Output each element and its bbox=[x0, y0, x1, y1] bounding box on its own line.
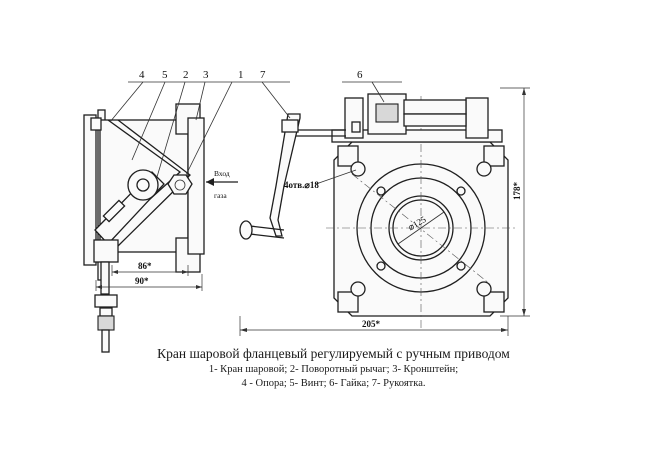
front-view bbox=[326, 96, 516, 330]
callout-3: 3 bbox=[203, 69, 209, 81]
caption-title: Кран шаровой фланцевый регулируемый с ру… bbox=[157, 346, 510, 361]
caption-legend-line-1: 1- Кран шаровой; 2- Поворотный рычаг; 3-… bbox=[208, 364, 459, 375]
side-dimensions bbox=[95, 265, 203, 291]
crank-knob bbox=[239, 220, 253, 240]
holes-label: 4отв.⌀18 bbox=[284, 180, 319, 190]
front-dimensions bbox=[239, 87, 530, 336]
screw-foot bbox=[94, 294, 118, 308]
lever-pivot bbox=[127, 169, 159, 201]
callout-4: 4 bbox=[139, 69, 145, 81]
hex-nut-side bbox=[167, 174, 193, 195]
dim-side-inner: 86* bbox=[138, 261, 152, 271]
callout-1: 1 bbox=[238, 69, 244, 81]
dim-front-height: 178* bbox=[512, 182, 522, 201]
drive-mechanism bbox=[239, 81, 503, 240]
gas-inlet-label-2: газа bbox=[214, 191, 227, 200]
callout-numbers: 4 5 2 3 1 7 6 bbox=[139, 69, 363, 81]
callout-2: 2 bbox=[183, 69, 189, 81]
side-view bbox=[83, 81, 290, 353]
callout-6: 6 bbox=[357, 69, 363, 81]
caption-legend-line-2: 4 - Опора; 5- Винт; 6- Гайка; 7- Рукоятк… bbox=[241, 378, 426, 389]
crank-handle bbox=[269, 113, 301, 237]
support-plate bbox=[83, 114, 97, 266]
dim-front-width: 205* bbox=[362, 319, 381, 329]
callout-5: 5 bbox=[162, 69, 168, 81]
bolt-hole bbox=[350, 161, 366, 177]
gas-inlet-label: Вход bbox=[214, 169, 230, 178]
dim-side-outer: 90* bbox=[135, 276, 149, 286]
support-leg bbox=[93, 239, 119, 263]
callout-7: 7 bbox=[260, 69, 266, 81]
